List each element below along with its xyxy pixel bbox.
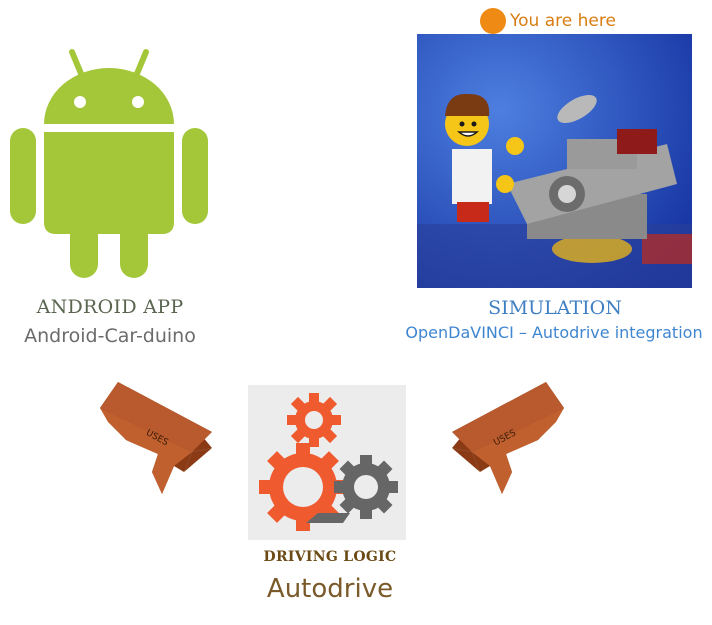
location-marker-dot bbox=[480, 8, 506, 34]
simulation-title: SIMULATION bbox=[488, 297, 622, 319]
uses-arrow-right: USES bbox=[452, 382, 564, 494]
uses-arrow-left: USES bbox=[100, 382, 212, 494]
driving-logic-gears-box bbox=[248, 385, 406, 540]
location-marker-label: You are here bbox=[510, 11, 616, 31]
driving-logic-subtitle: Autodrive bbox=[266, 574, 394, 604]
simulation-photo bbox=[417, 34, 692, 288]
simulation-subtitle: OpenDaVINCI – Autodrive integration bbox=[405, 323, 703, 342]
android-app-title: ANDROID APP bbox=[36, 296, 184, 318]
android-robot-icon bbox=[10, 49, 208, 278]
driving-logic-title: DRIVING LOGIC bbox=[263, 549, 397, 565]
android-app-subtitle: Android-Car-duino bbox=[24, 325, 196, 347]
